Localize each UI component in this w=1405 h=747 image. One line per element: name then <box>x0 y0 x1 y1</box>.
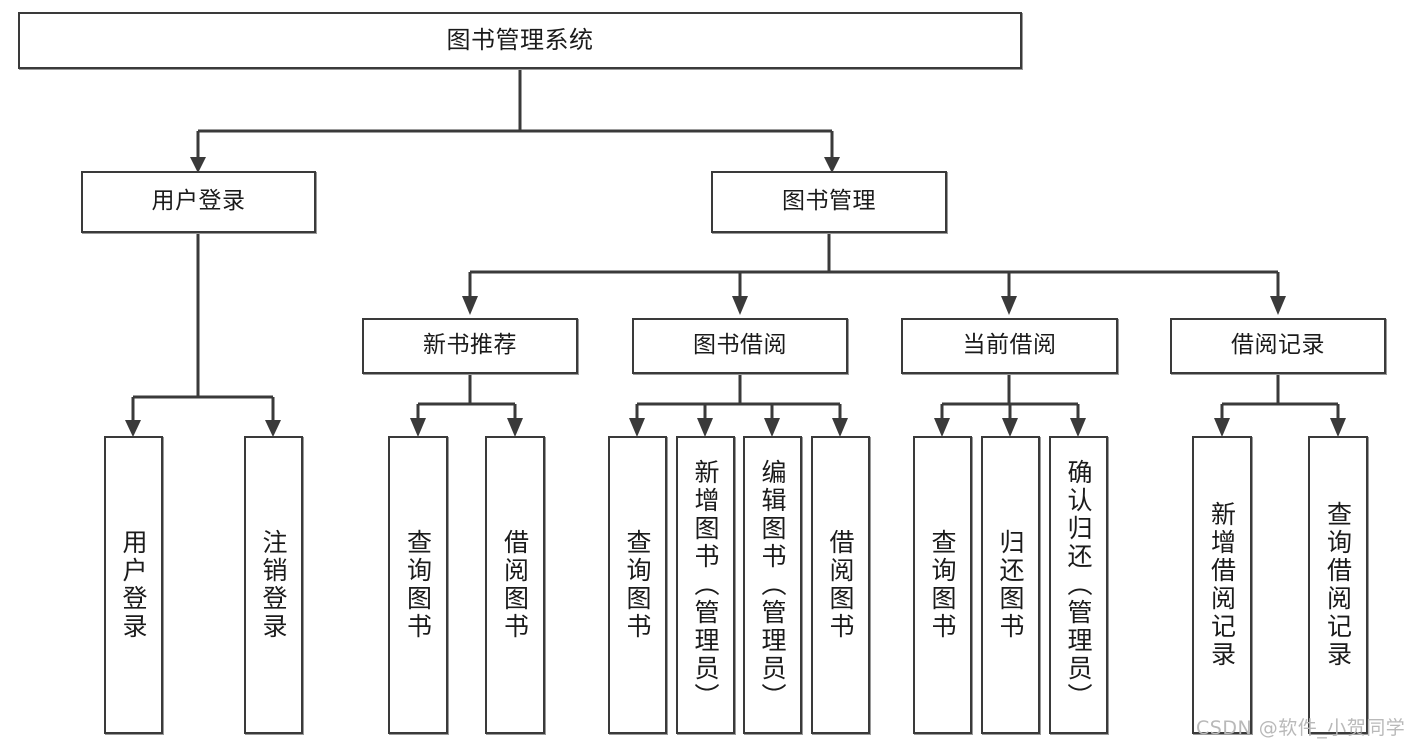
node-label: 注销登录 <box>259 529 288 641</box>
leaf-user-login[interactable]: 用户登录 <box>104 436 163 734</box>
node-label: 用户登录 <box>151 188 246 215</box>
node-label: 用户登录 <box>119 529 148 641</box>
node-label: 图书借阅 <box>693 332 787 359</box>
node-label: 确认归还（管理员） <box>1064 459 1093 711</box>
leaf-borrow-book[interactable]: 借阅图书 <box>811 436 870 734</box>
node-label: 新书推荐 <box>423 332 517 359</box>
leaf-user-logout[interactable]: 注销登录 <box>244 436 303 734</box>
node-label: 当前借阅 <box>962 332 1057 359</box>
leaf-add-book-admin[interactable]: 新增图书（管理员） <box>676 436 735 734</box>
node-label: 查询图书 <box>403 529 433 641</box>
node-root[interactable]: 图书管理系统 <box>18 12 1022 69</box>
node-book-management[interactable]: 图书管理 <box>711 171 947 233</box>
leaf-query-borrow-record[interactable]: 查询借阅记录 <box>1308 436 1368 734</box>
node-user-login[interactable]: 用户登录 <box>81 171 316 233</box>
node-label: 查询借阅记录 <box>1323 501 1353 669</box>
leaf-recommend-borrow-book[interactable]: 借阅图书 <box>485 436 545 734</box>
leaf-borrow-query-book[interactable]: 查询图书 <box>608 436 667 734</box>
node-label: 新增图书（管理员） <box>691 459 720 711</box>
node-new-book-recommend[interactable]: 新书推荐 <box>362 318 578 374</box>
node-label: 归还图书 <box>996 529 1025 641</box>
node-label: 借阅图书 <box>500 529 530 641</box>
node-label: 借阅记录 <box>1231 332 1325 359</box>
leaf-return-book[interactable]: 归还图书 <box>981 436 1040 734</box>
node-label: 编辑图书（管理员） <box>758 459 787 711</box>
leaf-add-borrow-record[interactable]: 新增借阅记录 <box>1192 436 1252 734</box>
node-borrow-record[interactable]: 借阅记录 <box>1170 318 1386 374</box>
node-label: 新增借阅记录 <box>1207 501 1237 669</box>
node-label: 图书管理 <box>782 188 876 215</box>
leaf-current-query-book[interactable]: 查询图书 <box>913 436 972 734</box>
leaf-recommend-query-book[interactable]: 查询图书 <box>388 436 448 734</box>
node-label: 查询图书 <box>928 529 957 641</box>
csdn-watermark: CSDN @软件_小贺同学 <box>1196 717 1405 739</box>
leaf-confirm-return-admin[interactable]: 确认归还（管理员） <box>1049 436 1108 734</box>
node-book-borrow[interactable]: 图书借阅 <box>632 318 848 374</box>
leaf-edit-book-admin[interactable]: 编辑图书（管理员） <box>743 436 802 734</box>
node-current-borrow[interactable]: 当前借阅 <box>901 318 1118 374</box>
node-label: 借阅图书 <box>826 529 855 641</box>
node-label: 查询图书 <box>623 529 652 641</box>
node-label: 图书管理系统 <box>446 26 594 55</box>
